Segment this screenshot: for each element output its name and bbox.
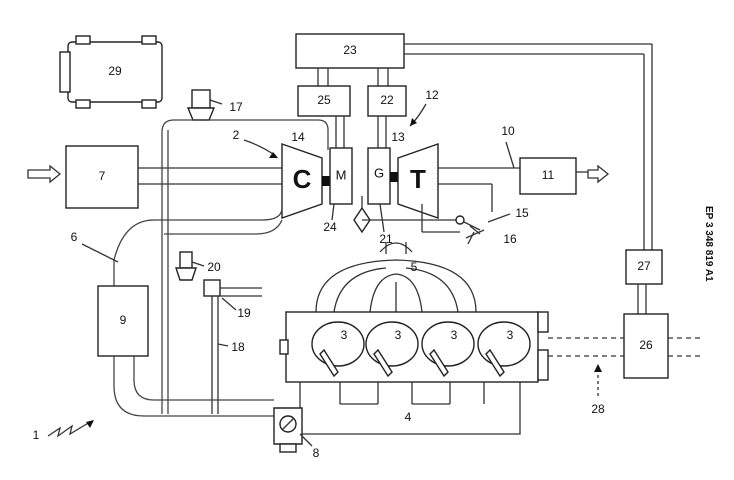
controller-23: 23 xyxy=(295,33,653,250)
label-29: 29 xyxy=(108,64,122,78)
label-14: 14 xyxy=(291,130,305,144)
turbine-letter: T xyxy=(410,164,426,194)
catalyst-11: 11 xyxy=(519,157,610,195)
compressor-14: C 14 xyxy=(281,130,330,219)
label-21: 21 xyxy=(379,232,393,246)
label-27: 27 xyxy=(637,259,651,273)
label-8: 8 xyxy=(313,446,320,460)
label-22: 22 xyxy=(380,93,394,107)
label-11: 11 xyxy=(542,168,555,182)
label-2: 2 xyxy=(233,128,240,142)
inverter-22: 22 xyxy=(367,85,407,148)
valve-19: 19 xyxy=(203,279,262,414)
label-10: 10 xyxy=(501,124,515,138)
label-25: 25 xyxy=(317,93,331,107)
label-13: 13 xyxy=(391,130,405,144)
label-9: 9 xyxy=(120,313,127,327)
label-24: 24 xyxy=(323,220,337,234)
sensor-20: 20 xyxy=(175,251,221,281)
patent-number: EP 3 348 819 A1 xyxy=(703,206,714,282)
inverter-25: 25 xyxy=(297,85,351,148)
label-3-b: 3 xyxy=(395,328,402,342)
throttle-8: 8 xyxy=(273,407,320,460)
label-26: 26 xyxy=(639,338,653,352)
label-19: 19 xyxy=(237,306,251,320)
compressor-letter: C xyxy=(293,164,312,194)
cylinder-3: 3 xyxy=(421,321,475,378)
turbine-13: T 13 xyxy=(391,130,439,219)
label-16: 16 xyxy=(503,232,517,246)
label-7: 7 xyxy=(99,169,106,183)
label-12: 12 xyxy=(425,88,439,102)
label-1: 1 xyxy=(33,428,40,442)
label-28: 28 xyxy=(591,402,605,416)
label-3-a: 3 xyxy=(341,328,348,342)
generator-letter: G xyxy=(374,165,384,180)
controller-26: 26 xyxy=(623,313,669,379)
ecu-29: 29 xyxy=(59,35,163,109)
label-6: 6 xyxy=(71,230,78,244)
intercooler-9: 9 xyxy=(97,285,149,357)
label-4: 4 xyxy=(405,410,412,424)
motor-letter: M xyxy=(336,167,347,182)
label-15: 15 xyxy=(515,206,529,220)
cylinder-1: 3 xyxy=(311,321,365,378)
egr-valve-16: 16 15 xyxy=(421,204,529,246)
motor-24: M 24 xyxy=(323,147,353,234)
label-23: 23 xyxy=(343,43,357,57)
label-17: 17 xyxy=(229,100,243,114)
sensor-27: 27 xyxy=(625,249,663,314)
label-20: 20 xyxy=(207,260,221,274)
air-filter-7: 7 xyxy=(27,145,282,209)
cylinder-4: 3 xyxy=(477,321,531,378)
label-18: 18 xyxy=(231,340,245,354)
label-5: 5 xyxy=(411,260,418,274)
label-3-d: 3 xyxy=(507,328,514,342)
cylinder-2: 3 xyxy=(365,321,419,378)
label-3-c: 3 xyxy=(451,328,458,342)
generator-21: G 21 xyxy=(367,147,398,246)
exhaust-manifold-5: 5 xyxy=(315,242,477,313)
sensor-17: 17 xyxy=(186,89,243,121)
